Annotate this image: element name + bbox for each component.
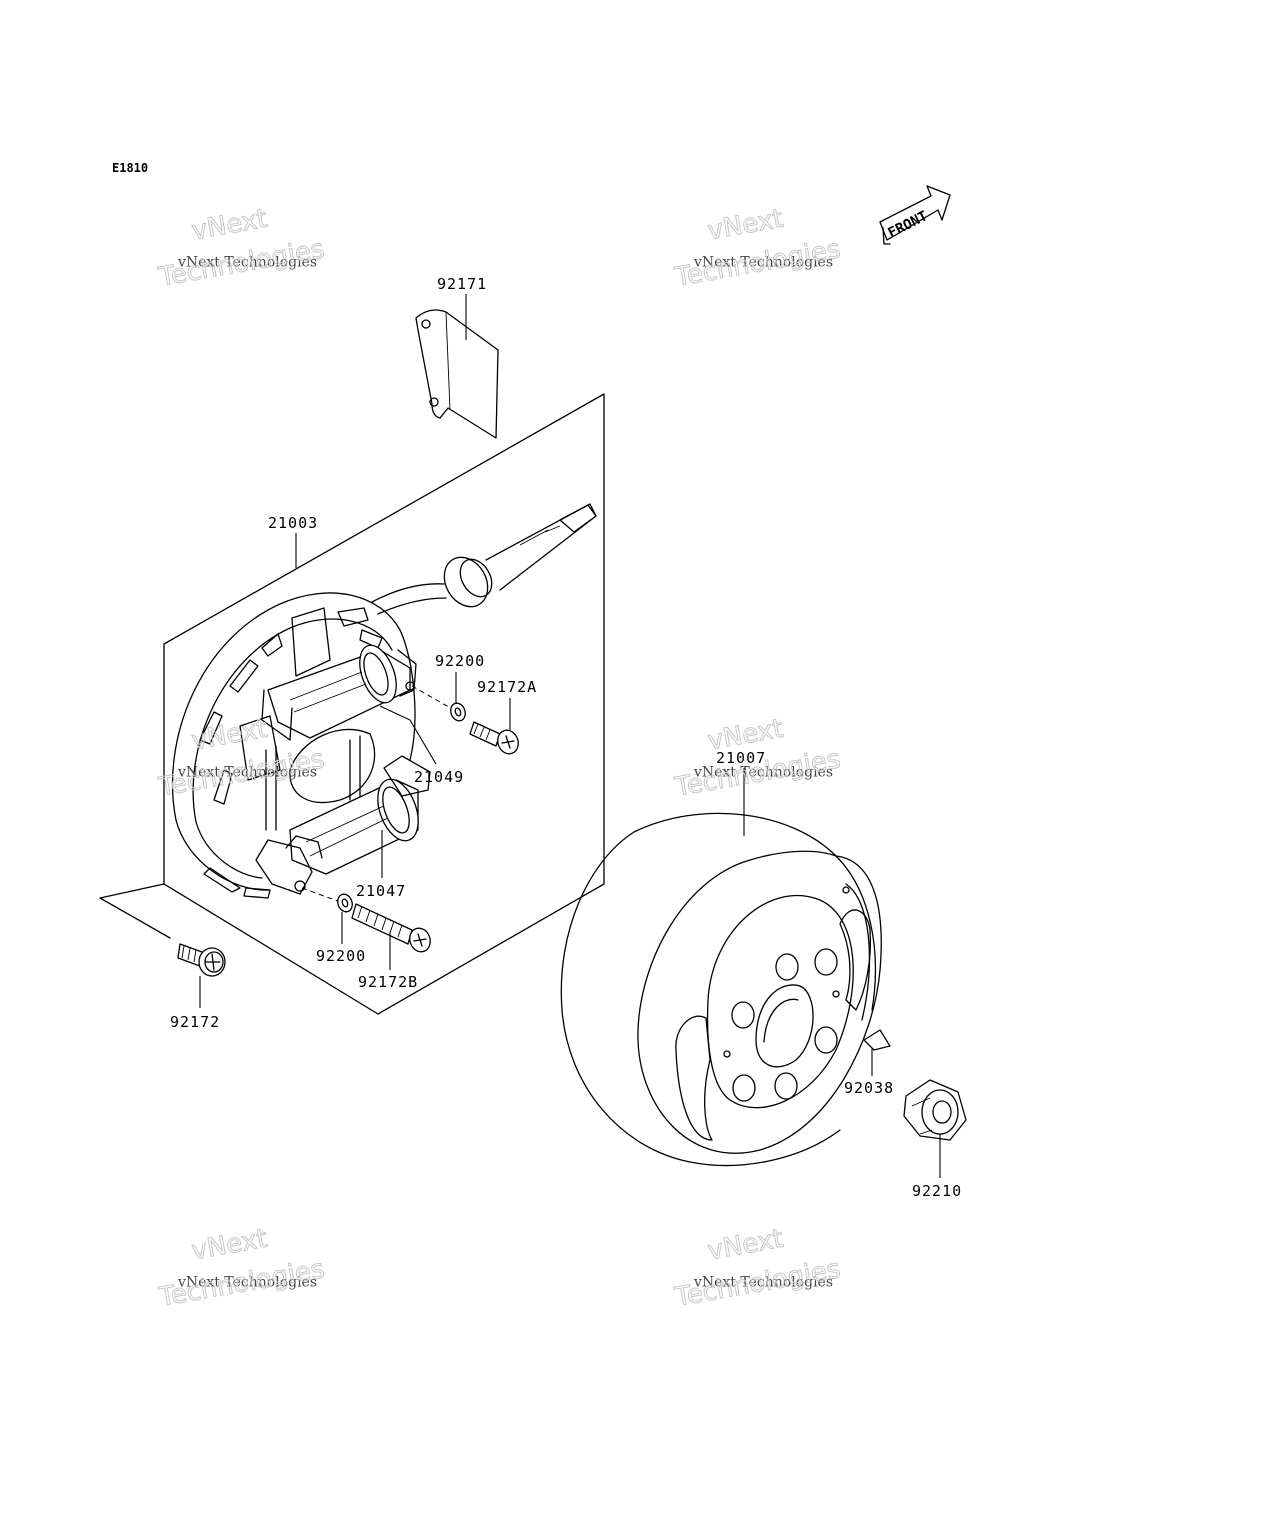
watermark: vNext vNext Technologies Technologies bbox=[672, 203, 844, 293]
label-92172a: 92172A bbox=[477, 678, 537, 696]
svg-text:vNext Technologies: vNext Technologies bbox=[693, 255, 833, 271]
flywheel bbox=[560, 812, 882, 1167]
diagram-code: E1810 bbox=[112, 161, 148, 175]
upper-screw-axis bbox=[411, 685, 455, 711]
label-92171: 92171 bbox=[437, 275, 487, 293]
label-92172: 92172 bbox=[170, 1013, 220, 1031]
bolt-92172 bbox=[177, 943, 226, 977]
front-arrow-icon: FRONT bbox=[879, 185, 951, 245]
svg-text:vNext Technologies: vNext Technologies bbox=[177, 255, 317, 271]
label-21007: 21007 bbox=[716, 749, 766, 767]
watermark: vNext vNext Technologies Technologies bbox=[156, 203, 328, 293]
label-21047: 21047 bbox=[356, 882, 406, 900]
svg-text:Technologies: Technologies bbox=[156, 1254, 327, 1313]
label-92172b: 92172B bbox=[358, 973, 418, 991]
label-92200-upper: 92200 bbox=[435, 652, 485, 670]
svg-text:Technologies: Technologies bbox=[672, 1254, 843, 1313]
label-92038: 92038 bbox=[844, 1079, 894, 1097]
front-label: FRONT bbox=[886, 208, 931, 241]
washer-lower bbox=[337, 893, 353, 913]
svg-text:vNext: vNext bbox=[705, 204, 785, 247]
watermark: vNext vNext Technologies Technologies bbox=[672, 1223, 844, 1313]
label-92210: 92210 bbox=[912, 1182, 962, 1200]
washer-upper bbox=[450, 702, 466, 722]
label-21049: 21049 bbox=[414, 768, 464, 786]
svg-text:Technologies: Technologies bbox=[156, 234, 327, 293]
screw-92172a bbox=[469, 721, 519, 755]
svg-text:vNext: vNext bbox=[705, 1224, 785, 1267]
key-92038 bbox=[863, 1029, 891, 1051]
svg-text:vNext Technologies: vNext Technologies bbox=[693, 1275, 833, 1291]
label-21003: 21003 bbox=[268, 514, 318, 532]
stator-assembly-box bbox=[99, 393, 605, 1015]
svg-text:vNext Technologies: vNext Technologies bbox=[693, 765, 833, 781]
stator-plate bbox=[172, 503, 597, 899]
svg-text:Technologies: Technologies bbox=[672, 234, 843, 293]
screw-92172b bbox=[351, 903, 431, 953]
svg-text:vNext: vNext bbox=[705, 714, 785, 757]
svg-text:vNext Technologies: vNext Technologies bbox=[177, 765, 317, 781]
bracket-92171 bbox=[415, 309, 499, 439]
watermark: vNext vNext Technologies Technologies bbox=[156, 1223, 328, 1313]
svg-text:vNext: vNext bbox=[189, 204, 269, 247]
svg-text:vNext: vNext bbox=[189, 714, 269, 757]
leader-lines bbox=[199, 294, 941, 1178]
nut-92210 bbox=[903, 1079, 967, 1141]
svg-text:Technologies: Technologies bbox=[156, 744, 327, 803]
svg-text:vNext: vNext bbox=[189, 1224, 269, 1267]
label-92200-lower: 92200 bbox=[316, 947, 366, 965]
svg-text:vNext Technologies: vNext Technologies bbox=[177, 1275, 317, 1291]
